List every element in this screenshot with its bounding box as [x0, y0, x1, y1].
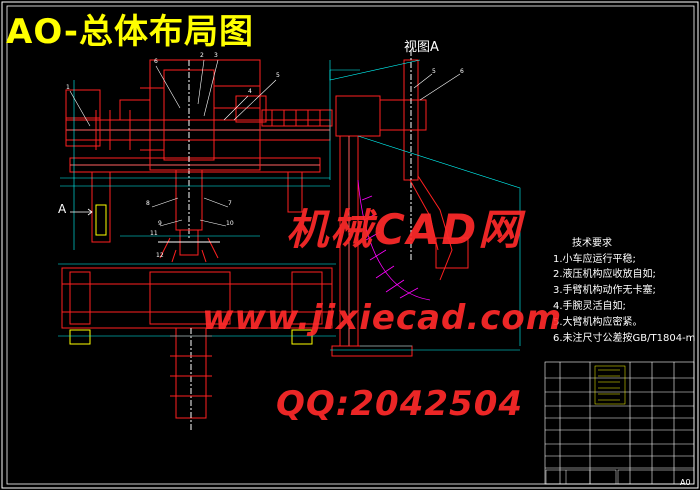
view-a-dimensions	[329, 59, 521, 351]
view-a-label: 视图A	[404, 40, 439, 55]
view-a	[331, 50, 469, 357]
requirement-item: 3.手臂机构动作无卡塞;	[553, 285, 656, 296]
plan-dimensions	[58, 263, 336, 337]
view-a-leaders	[413, 73, 461, 101]
requirement-item: 2.液压机构应收放自如;	[553, 269, 656, 280]
section-marker	[70, 208, 93, 216]
callout-number: 8	[146, 200, 150, 207]
title-block	[544, 361, 695, 485]
watermark-site-name: 机械CAD网	[286, 205, 523, 254]
callout-number: 4	[248, 88, 252, 95]
view-a-hatch	[357, 179, 431, 301]
watermark-url: www.jixiecad.com	[202, 298, 563, 338]
watermark-qq: QQ:2042504	[276, 384, 524, 424]
callout-number: 12	[156, 252, 164, 259]
callout-number: 3	[214, 52, 218, 59]
callout-number: 5	[276, 72, 280, 79]
callout-number: 6	[154, 58, 158, 65]
parts-strip	[545, 469, 695, 485]
requirement-item: 4.手腕灵活自如;	[553, 301, 626, 312]
requirements-heading: 技术要求	[572, 238, 612, 249]
drawing-title: AO-总体布局图	[6, 12, 254, 52]
inner-frame	[6, 5, 695, 485]
front-view	[65, 59, 333, 263]
callout-number: 11	[150, 230, 158, 237]
callout-leaders	[69, 59, 277, 227]
requirement-item: 6.未注尺寸公差按GB/T1804-m	[553, 333, 696, 344]
sheet-size-label: A0	[680, 478, 691, 487]
requirement-item: 1.小车应运行平稳;	[553, 254, 636, 265]
callout-number: 10	[226, 220, 234, 227]
section-a-label: A	[58, 202, 67, 216]
callout-number: 1	[66, 84, 70, 91]
title-block-yellow	[594, 365, 626, 405]
requirement-item: 5.大臂机构应密紧。	[553, 317, 643, 328]
callout-number: 9	[158, 220, 162, 227]
callout-number: 7	[228, 200, 232, 207]
view-callout-number: 6	[460, 68, 464, 75]
front-dimensions	[60, 60, 331, 250]
view-callout-number: 5	[432, 68, 436, 75]
callout-number: 2	[200, 52, 204, 59]
